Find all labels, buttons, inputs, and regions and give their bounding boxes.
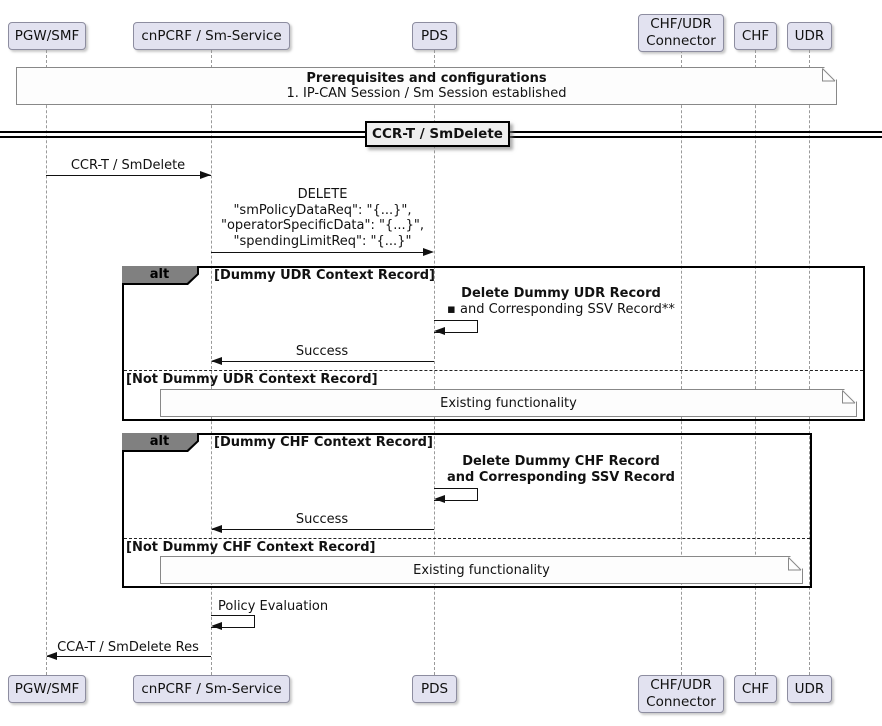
message-arrow-success-chf	[212, 529, 434, 530]
self-message-delete-chf-record: Delete Dummy CHF Record and Correspondin…	[436, 454, 686, 485]
participant-bottom-chf: CHF	[734, 675, 777, 703]
note-fold-icon	[842, 390, 856, 404]
participant-top-cnpcrf: cnPCRF / Sm-Service	[133, 22, 290, 50]
arrowhead-right-icon	[200, 171, 211, 179]
delete-line-1: DELETE	[297, 187, 348, 202]
note-fold-icon	[788, 557, 802, 571]
self-message-loop	[434, 320, 478, 333]
alt-frame-udr	[122, 266, 865, 421]
participant-top-chf-udr-connector: CHF/UDR Connector	[638, 14, 724, 52]
participant-bottom-pgw-smf: PGW/SMF	[8, 675, 86, 703]
lifeline-chf-udr-conn	[681, 50, 682, 675]
arrowhead-left-icon	[46, 652, 57, 660]
lifeline-pgw-smf	[46, 50, 47, 675]
lifeline-udr	[809, 50, 810, 675]
alt-frame-chf	[122, 433, 812, 588]
arrowhead-left-icon	[434, 495, 445, 503]
alt-operator-label: alt	[122, 433, 197, 450]
alt-frame-udr-guard-if: [Dummy UDR Context Record]	[214, 268, 435, 283]
alt-frame-chf-guard-if: [Dummy CHF Context Record]	[214, 435, 433, 450]
note-text: Existing functionality	[440, 395, 577, 411]
message-label-delete: DELETE "smPolicyDataReq": "{...}", "oper…	[212, 187, 433, 249]
delete-line-3: "operatorSpecificData": "{...}",	[220, 218, 425, 233]
prerequisites-note-title: Prerequisites and configurations	[306, 71, 547, 86]
lifeline-pds	[434, 50, 435, 675]
self-message-line-1: Delete Dummy UDR Record	[461, 286, 661, 301]
alt-frame-chf-else-separator	[124, 538, 810, 539]
arrowhead-left-icon	[211, 622, 222, 630]
participant-bottom-pds: PDS	[412, 675, 457, 703]
prerequisites-note: Prerequisites and configurations 1. IP-C…	[16, 67, 837, 105]
delete-line-4: "spendingLimitReq": "{...}"	[233, 233, 412, 249]
alt-frame-udr-guard-else: [Not Dummy UDR Context Record]	[126, 372, 378, 387]
lifeline-chf	[755, 50, 756, 675]
message-label-cca-response: CCA-T / SmDelete Res	[57, 640, 199, 655]
existing-functionality-note-chf: Existing functionality	[160, 556, 803, 584]
self-message-policy-evaluation: Policy Evaluation	[218, 599, 329, 614]
self-message-line-2: and Corresponding SSV Record	[447, 469, 675, 485]
alt-frame-udr-operator-tab: alt	[122, 266, 199, 285]
self-message-loop	[211, 615, 255, 628]
participant-top-pgw-smf: PGW/SMF	[8, 22, 86, 50]
arrowhead-left-icon	[434, 327, 445, 335]
alt-frame-udr-else-separator	[124, 370, 863, 371]
message-label-success-chf: Success	[295, 512, 349, 527]
self-message-line-1: Delete Dummy CHF Record	[462, 454, 660, 469]
self-message-delete-udr-record: Delete Dummy UDR Record ▪ and Correspond…	[436, 286, 686, 317]
self-message-line-2: ▪ and Corresponding SSV Record**	[447, 301, 675, 317]
message-label-ccr-request: CCR-T / SmDelete	[70, 158, 186, 173]
participant-bottom-cnpcrf: cnPCRF / Sm-Service	[133, 675, 290, 703]
self-message-loop	[434, 488, 478, 501]
note-fold-icon	[822, 68, 836, 82]
participant-bottom-udr: UDR	[787, 675, 832, 703]
message-arrow-ccr-request	[46, 175, 211, 176]
existing-functionality-note-udr: Existing functionality	[160, 389, 857, 417]
participant-top-udr: UDR	[787, 22, 832, 50]
message-arrow-cca-response	[47, 656, 211, 657]
message-label-success-udr: Success	[295, 344, 349, 359]
participant-top-chf: CHF	[734, 22, 777, 50]
alt-frame-chf-operator-tab: alt	[122, 433, 199, 452]
delete-line-2: "smPolicyDataReq": "{...}",	[233, 202, 412, 218]
participant-top-pds: PDS	[412, 22, 457, 50]
arrowhead-left-icon	[211, 357, 222, 365]
message-arrow-delete	[211, 252, 423, 253]
alt-frame-chf-guard-else: [Not Dummy CHF Context Record]	[126, 540, 376, 555]
arrowhead-left-icon	[211, 525, 222, 533]
prerequisites-note-body: 1. IP-CAN Session / Sm Session establish…	[286, 86, 567, 101]
arrowhead-right-icon	[423, 248, 434, 256]
alt-operator-label: alt	[122, 266, 197, 283]
message-arrow-success-udr	[212, 361, 434, 362]
note-text: Existing functionality	[413, 562, 550, 578]
divider-title: CCR-T / SmDelete	[365, 121, 510, 147]
participant-bottom-chf-udr-connector: CHF/UDR Connector	[638, 675, 724, 713]
